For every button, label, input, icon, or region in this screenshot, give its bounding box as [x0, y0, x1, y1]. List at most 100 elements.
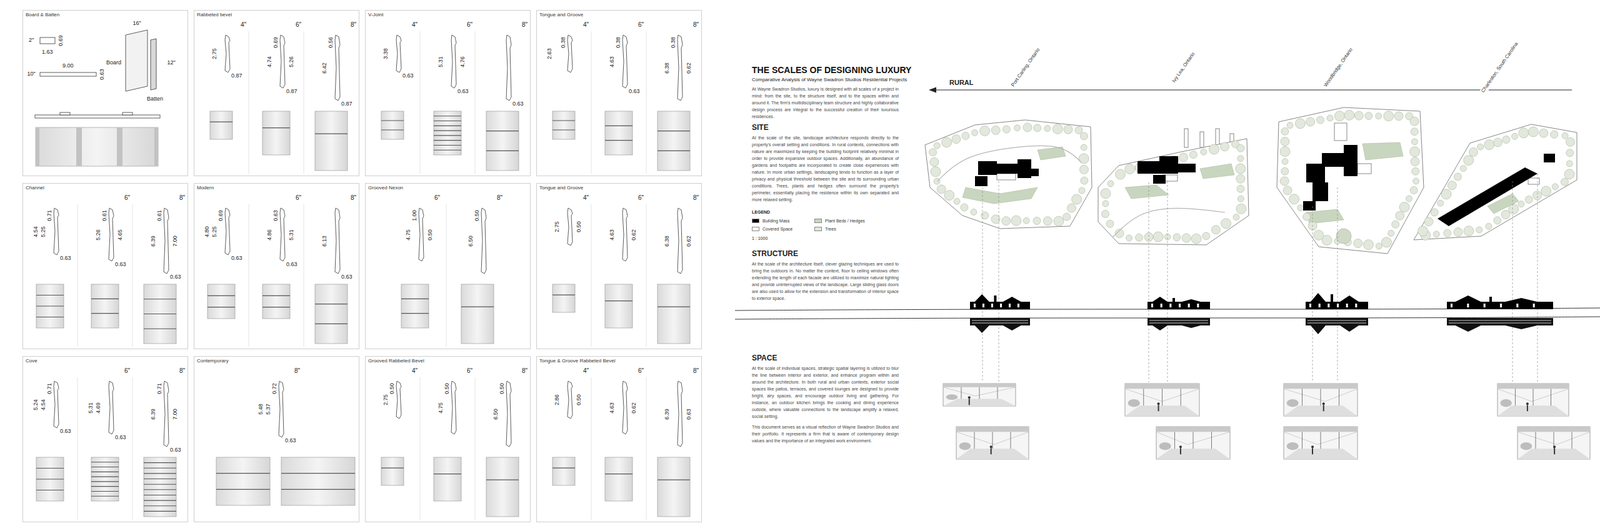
- profile-section: [677, 35, 683, 101]
- tree: [1011, 215, 1022, 226]
- building-elevation: [1446, 301, 1554, 310]
- board-joint: [36, 490, 64, 491]
- dimension-label: 4.76: [460, 56, 467, 68]
- profile-section: [567, 381, 573, 419]
- profile-section: [451, 381, 457, 435]
- board-joint: [91, 481, 119, 482]
- guide-line: [420, 31, 421, 174]
- post: [1193, 431, 1194, 449]
- site-boundary: [1276, 107, 1424, 254]
- assembly-batten: [122, 112, 133, 115]
- tree: [1202, 232, 1210, 240]
- tree: [1468, 148, 1478, 157]
- post: [997, 387, 999, 400]
- tree: [1063, 125, 1073, 134]
- tree: [1283, 186, 1292, 195]
- board-joint: [91, 466, 119, 468]
- profile-section: [108, 381, 114, 435]
- floor: [1497, 405, 1569, 417]
- tree: [933, 142, 940, 149]
- tree: [1014, 125, 1021, 132]
- dimension-label: 0.61: [156, 210, 164, 222]
- chimney: [993, 295, 997, 302]
- board-elevation: [657, 111, 690, 171]
- siding-profiles: [35, 30, 690, 520]
- reflection: [1181, 325, 1201, 329]
- floor: [1156, 448, 1230, 460]
- window: [1336, 303, 1339, 308]
- window: [1160, 303, 1163, 308]
- guide-line: [420, 377, 421, 520]
- dimension-label: 0.87: [231, 73, 243, 80]
- board-joint: [657, 480, 690, 481]
- board-section: [40, 72, 97, 77]
- width-label: 6": [434, 194, 440, 202]
- dimension-label: 0.71: [156, 383, 164, 395]
- tree: [1375, 243, 1382, 250]
- dimension-label: 0.87: [286, 88, 298, 95]
- dimension-label: 0.63: [273, 210, 280, 222]
- board-joint: [143, 484, 177, 485]
- board-elevation: [486, 111, 519, 171]
- canopy: [1497, 383, 1569, 389]
- tree: [1001, 216, 1011, 226]
- dimension-label: 6.38: [664, 235, 671, 247]
- perspective-line: [956, 431, 994, 445]
- window-band: [1149, 320, 1209, 322]
- dimension-label: 0.63: [170, 274, 182, 281]
- dimension-label: 2.75: [383, 394, 390, 406]
- dimension-label: 6.39: [150, 235, 157, 247]
- profile-panel: Grooved Rabbeted Bevel: [365, 356, 531, 523]
- board-joint: [281, 473, 355, 474]
- tree: [944, 190, 955, 201]
- tree: [1493, 216, 1502, 225]
- building-mass: [1303, 201, 1316, 211]
- tree: [1493, 138, 1502, 147]
- board-joint: [401, 298, 429, 300]
- window: [1017, 303, 1020, 308]
- guide-line: [77, 377, 79, 520]
- board-elevation: [315, 284, 348, 344]
- building-elevation: [1305, 301, 1369, 310]
- tree: [953, 198, 960, 205]
- board-joint: [143, 505, 177, 507]
- dimension-label: 6.38: [664, 62, 671, 74]
- board-joint: [605, 125, 633, 127]
- post: [1010, 431, 1012, 449]
- covered-space: [1334, 123, 1347, 141]
- tree: [1344, 110, 1355, 120]
- panel-title: Rabbeted bevel: [196, 12, 232, 19]
- guide-line: [475, 31, 476, 174]
- dimension-label: 0.50: [389, 383, 396, 395]
- tree: [1237, 195, 1244, 202]
- footpath: [937, 145, 1082, 182]
- tree: [1281, 158, 1289, 165]
- board-joint: [143, 328, 177, 330]
- board-elevation: [35, 127, 159, 167]
- site-plans: [925, 107, 1577, 254]
- board-joint: [143, 478, 177, 480]
- perspective-line: [1283, 431, 1318, 445]
- tree: [961, 132, 970, 140]
- window: [1346, 303, 1349, 308]
- board-elevation: [36, 284, 64, 329]
- tree: [1100, 188, 1111, 199]
- canopy: [1283, 426, 1358, 432]
- chimney: [1330, 294, 1334, 302]
- tree: [933, 178, 940, 185]
- guide-line: [591, 377, 592, 520]
- profile-panel: Tongue and Groove: [536, 10, 702, 177]
- panel-title: V-Joint: [368, 12, 384, 19]
- dimension-label: 0.62: [686, 235, 693, 247]
- width-label: 8": [521, 367, 528, 375]
- tree: [1236, 144, 1245, 152]
- tree: [1413, 178, 1420, 185]
- building-mass: [1030, 168, 1039, 177]
- building-mass: [1153, 175, 1166, 184]
- perspective-line: [1317, 431, 1358, 445]
- tree: [1561, 132, 1569, 139]
- tree: [1566, 160, 1573, 167]
- dimension-label: 4.86: [266, 229, 274, 241]
- guide-line: [248, 204, 250, 347]
- dimension-label: 1.63: [41, 49, 54, 56]
